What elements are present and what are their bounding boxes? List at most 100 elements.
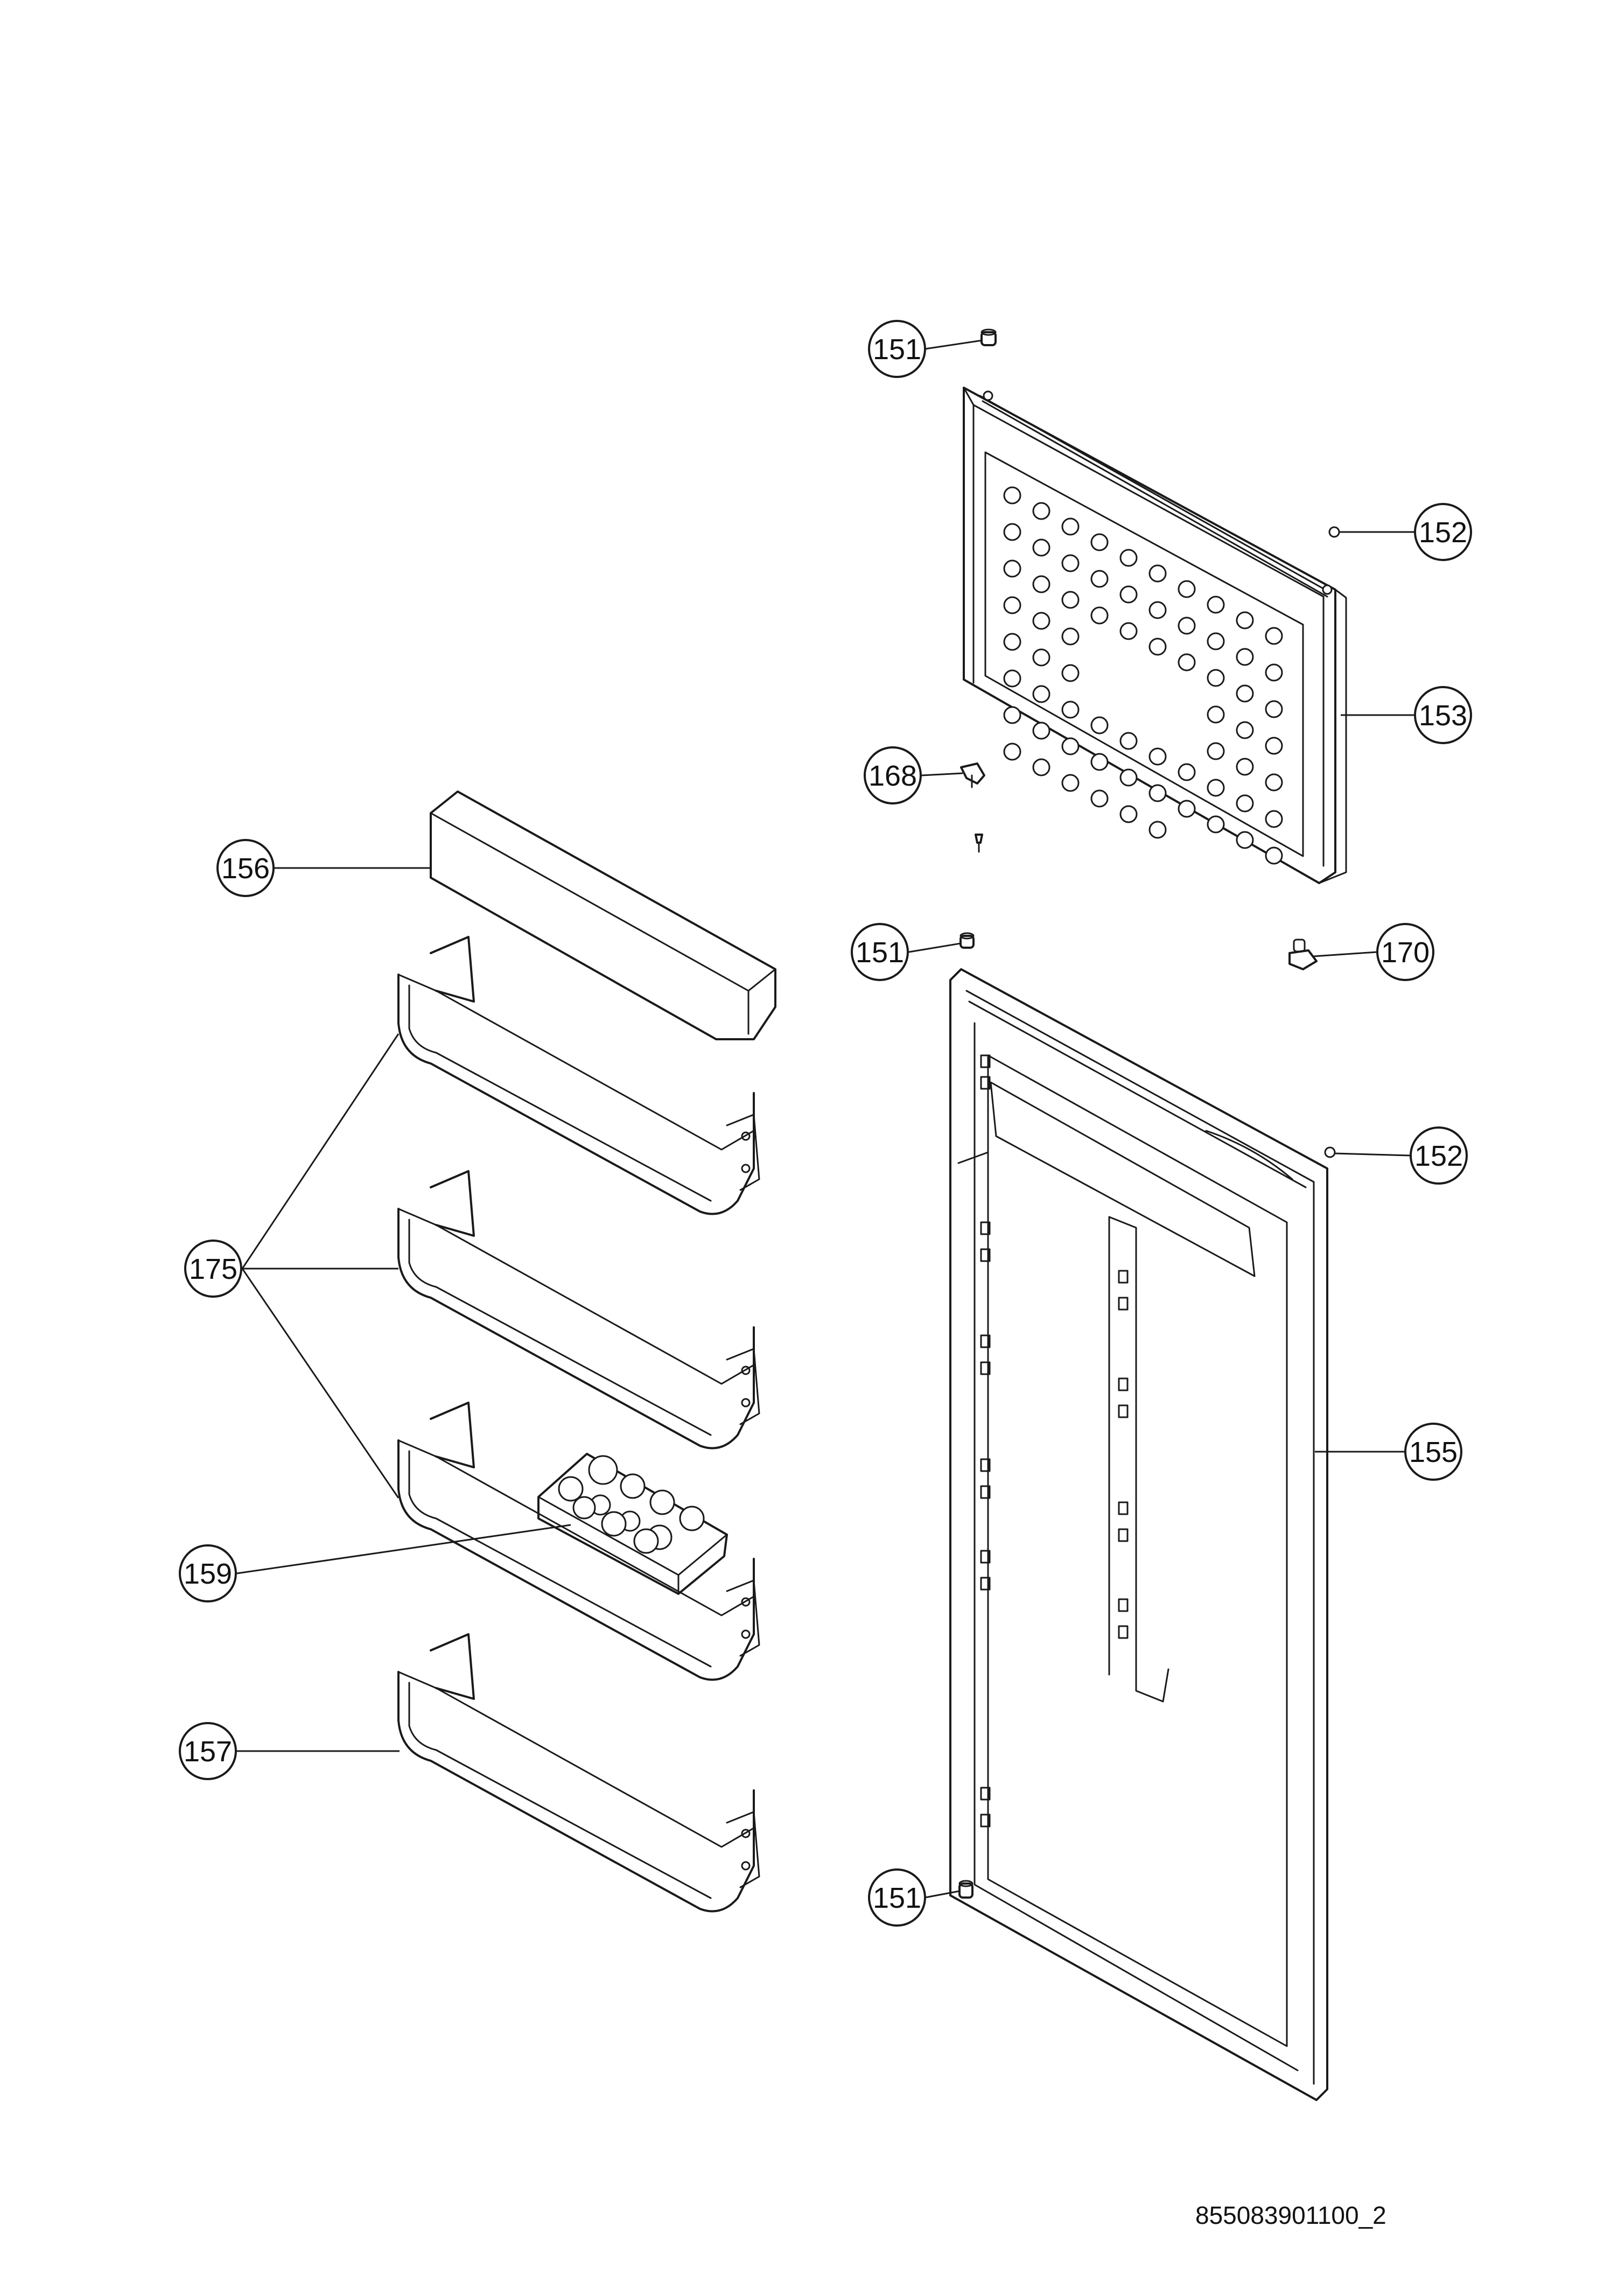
egg-cup [558,1476,584,1502]
callout-label: 151 [873,333,921,366]
shelf-clip-hole [741,1366,751,1375]
shelf-rim [397,1671,755,1848]
egg-cup [601,1511,627,1537]
egg-cup [572,1496,596,1520]
plug-cap-lower [1324,1146,1336,1158]
shelf-side-panel [430,1402,475,1468]
callout-157: 157 [179,1722,237,1780]
callout-label: 155 [1409,1436,1458,1468]
dimple [1061,664,1080,682]
shelf-rim [397,974,755,1151]
dimple [1148,601,1167,619]
dimple [1090,789,1109,808]
shelf-side-panel [430,1170,475,1237]
freezer-door [963,387,1347,884]
shelf-outline [397,1439,755,1681]
shelf-inner-wall [408,1450,712,1668]
dimple [1178,763,1196,781]
shelf-clip-hole [741,1861,751,1871]
dimple [1003,559,1021,578]
dimple [1003,486,1021,505]
dimple [1032,722,1050,740]
dimple [1032,685,1050,703]
dimple [1003,633,1021,651]
shelf-clip-hole [741,1164,751,1173]
dimple [1119,768,1138,787]
leader-lines [236,339,1415,1899]
dimple [1265,810,1283,828]
shelf-inner-wall [408,1219,712,1436]
dimple [1090,753,1109,771]
shelf-clip-hole [741,1829,751,1838]
dimple [1061,517,1080,536]
egg-tray-cups [558,1455,705,1554]
callout-label: 159 [184,1558,232,1590]
egg-cup [633,1528,659,1554]
shelf-slot [980,1577,991,1591]
shelf-outline [397,974,755,1215]
callout-label: 168 [868,760,917,792]
shelf-slot [980,1221,991,1235]
dimple [1090,606,1109,625]
shelf-clip-hole [741,1131,751,1141]
callout-170: 170 [1376,923,1434,981]
dimple [1236,758,1254,776]
shelf-side-panel [430,1633,475,1700]
hinge-pin-bottom [958,1880,973,1899]
callout-label: 151 [856,936,904,969]
dimple [1236,611,1254,629]
door-shelf-175-middle [397,1170,760,1450]
callout-153: 153 [1414,686,1472,744]
dimple [1207,596,1225,614]
dimple [1148,638,1167,656]
shelf-end-clip [726,1348,760,1425]
callout-156: 156 [216,839,275,897]
shelf-slot [980,1361,991,1375]
document-number: 855083901100_2 [1195,2201,1386,2229]
shelf-slot [1118,1598,1129,1612]
hinge-pin-top [980,328,997,346]
dimple [1119,549,1138,567]
shelf-side-panel [430,936,475,1003]
dimple [1032,758,1050,776]
dimple [1178,800,1196,818]
dimple [1207,632,1225,650]
dimple [1090,716,1109,734]
shelf-slot [1118,1377,1129,1391]
fridge-door [949,968,1328,2101]
dimple [1148,784,1167,802]
top-cover [430,790,776,1040]
dimple [1265,627,1283,645]
door-shelf-157 [397,1633,760,1913]
callout-168: 168 [864,746,922,804]
dimple [1207,815,1225,834]
dimple [1032,575,1050,593]
dimple [1003,706,1021,724]
freezer-door-dimples [1003,486,1283,865]
dimple [1265,737,1283,755]
callout-label: 151 [873,1882,921,1914]
dimple [1003,669,1021,688]
dimple [1265,663,1283,682]
callout-label: 152 [1419,516,1467,549]
shelf-slot [1118,1270,1129,1284]
shelf-slot [980,1814,991,1828]
shelf-slot [980,1485,991,1499]
dimple [1032,648,1050,667]
callout-label: 152 [1414,1140,1463,1172]
hinge-pin-middle [959,932,975,949]
dimple [1090,570,1109,588]
shelf-inner-wall [408,1682,712,1899]
shelf-rim [397,1439,755,1616]
dimple [1148,564,1167,583]
shelf-slot [1118,1501,1129,1515]
shelf-slot [980,1076,991,1090]
callout-155: 155 [1404,1423,1462,1481]
dimple [1003,596,1021,614]
callout-label: 170 [1381,936,1430,969]
door-shelf-175-top [397,936,760,1215]
dimple [1236,648,1254,666]
door-shelves [397,936,760,1913]
dimple [1265,846,1283,865]
shelf-slot [980,1248,991,1262]
